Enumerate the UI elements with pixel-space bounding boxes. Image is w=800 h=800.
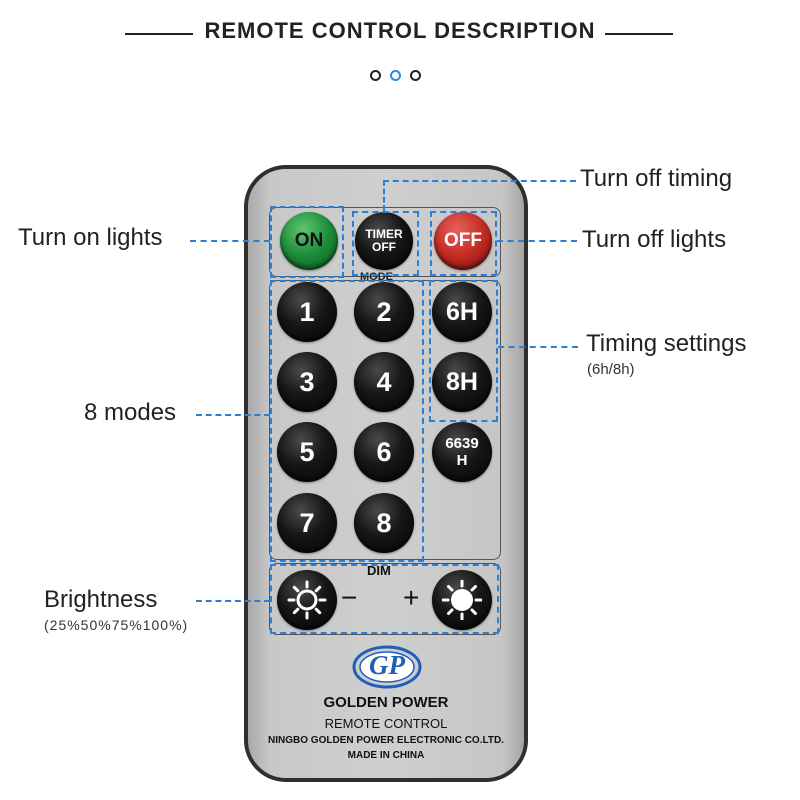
on-button-highlight: [270, 206, 344, 278]
turn-off-timing-callout: Turn off timing: [580, 165, 733, 192]
brightness-highlight: [270, 564, 499, 634]
mode-2-button[interactable]: 2: [354, 282, 414, 342]
turn-off-leader: [497, 240, 577, 242]
product-name: REMOTE CONTROL: [324, 716, 448, 731]
timing-settings-leader: [498, 346, 578, 348]
modes-callout: 8 modes: [84, 399, 177, 426]
gp-logo-text: GP: [369, 650, 405, 680]
pager-dot-3[interactable]: [410, 70, 421, 81]
mode-5-button[interactable]: 5: [277, 422, 337, 482]
timer-8h-button[interactable]: 8H: [432, 352, 492, 412]
header-rule-right: [605, 33, 673, 35]
off-button-label: OFF: [444, 230, 482, 251]
dim-minus-sign: −: [341, 582, 358, 613]
brightness-callout: Brightness: [44, 586, 158, 613]
dim-label: DIM: [367, 563, 391, 578]
mode-8-label: 8: [376, 507, 392, 538]
mode-1-button[interactable]: 1: [277, 282, 337, 342]
turn-on-leader: [190, 240, 270, 242]
off-button[interactable]: OFF: [434, 212, 492, 270]
dim-plus-sign: +: [403, 582, 420, 613]
timer-off-label-line2: OFF: [372, 240, 396, 254]
timing-settings-subcallout: (6h/8h): [587, 361, 635, 378]
origin-text: MADE IN CHINA: [347, 750, 425, 761]
turn-off-timing-leader: [383, 180, 576, 182]
timer-8h-label: 8H: [446, 367, 478, 396]
timer-6h-button[interactable]: 6H: [432, 282, 492, 342]
on-button-label: ON: [294, 230, 324, 251]
mode-2-label: 2: [376, 296, 392, 327]
mode-1-label: 1: [299, 296, 315, 327]
mode-4-button[interactable]: 4: [354, 352, 414, 412]
mode-8-button[interactable]: 8: [354, 493, 414, 553]
timer-6h-label: 6H: [446, 297, 478, 326]
modes-highlight: [270, 280, 424, 562]
page-title: REMOTE CONTROL DESCRIPTION: [204, 18, 596, 43]
timer-off-button[interactable]: TIMER OFF: [355, 212, 413, 270]
pager-dot-2[interactable]: [390, 70, 401, 81]
company-name: NINGBO GOLDEN POWER ELECTRONIC CO.LTD.: [268, 735, 504, 746]
mode-6-button[interactable]: 6: [354, 422, 414, 482]
timer-6639h-label-line2: H: [456, 452, 468, 469]
modes-leader: [196, 414, 270, 416]
brand-name: GOLDEN POWER: [323, 694, 449, 711]
dim-down-button[interactable]: [277, 570, 337, 630]
brightness-leader: [196, 600, 270, 602]
header-rule-left: [125, 33, 193, 35]
on-button[interactable]: ON: [280, 212, 338, 270]
mode-7-label: 7: [299, 507, 315, 538]
timer-6639h-button[interactable]: 6639 H: [432, 422, 492, 482]
mode-4-label: 4: [376, 366, 392, 397]
brightness-subcallout: (25%50%75%100%): [44, 617, 189, 633]
timer-off-label-line1: TIMER: [365, 227, 403, 241]
gp-logo-icon: [352, 645, 422, 689]
sun-outline-icon: [287, 580, 327, 620]
dim-button-panel: [269, 563, 501, 635]
mode-7-button[interactable]: 7: [277, 493, 337, 553]
turn-off-timing-leader-vertical: [383, 180, 385, 211]
turn-off-callout: Turn off lights: [582, 226, 727, 253]
timer-off-highlight: [352, 211, 419, 276]
sun-filled-icon: [442, 580, 482, 620]
timing-settings-callout: Timing settings: [586, 330, 747, 357]
pager-dot-1[interactable]: [370, 70, 381, 81]
dim-up-button[interactable]: [432, 570, 492, 630]
mode-3-button[interactable]: 3: [277, 352, 337, 412]
off-button-highlight: [430, 211, 497, 276]
timing-settings-highlight: [429, 280, 498, 422]
mode-5-label: 5: [299, 436, 315, 467]
turn-on-callout: Turn on lights: [18, 224, 163, 251]
mode-3-label: 3: [299, 366, 315, 397]
timer-6639h-label-line1: 6639: [445, 435, 479, 452]
top-button-panel: [269, 207, 501, 277]
mode-6-label: 6: [376, 436, 392, 467]
